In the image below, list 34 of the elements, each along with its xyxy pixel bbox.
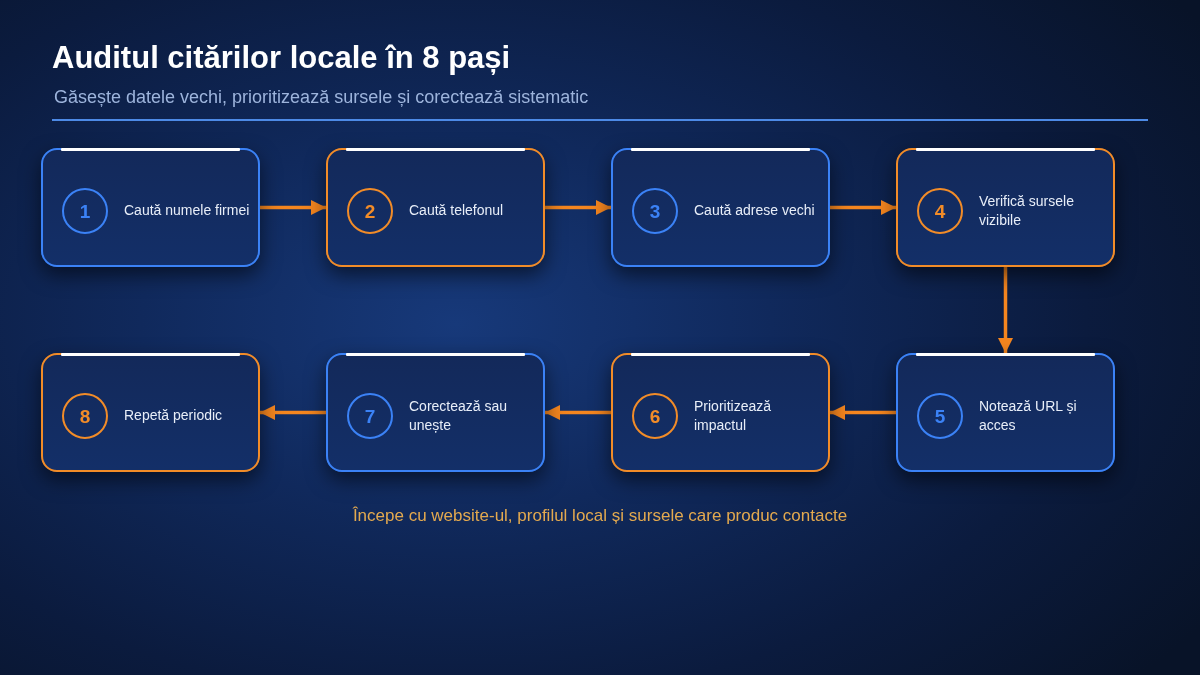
- step-label: Notează URL și acces: [979, 397, 1078, 434]
- step-label: Caută numele firmei: [124, 201, 250, 220]
- step-label: Repetă periodic: [124, 406, 223, 425]
- subtitle: Găsește datele vechi, prioritizează sursele și corectează sistematic: [54, 87, 589, 109]
- step-box: [611, 148, 830, 267]
- step-label: Prioritizează impactul: [694, 397, 773, 434]
- arrow: [260, 405, 326, 420]
- step-number: 7: [347, 392, 393, 439]
- step-box: [41, 353, 260, 472]
- step-label: Verifică sursele vizibile: [979, 192, 1075, 229]
- step-number: 1: [62, 187, 108, 234]
- step-number: 6: [632, 392, 678, 439]
- step-label: Caută adrese vechi: [694, 201, 815, 220]
- step-label: Caută telefonul: [409, 201, 504, 220]
- step-number: 4: [917, 187, 963, 234]
- arrow: [998, 267, 1013, 353]
- arrow: [830, 405, 896, 420]
- step-number: 5: [917, 392, 963, 439]
- arrow: [830, 200, 896, 215]
- step-box: [611, 353, 830, 472]
- step-box: [896, 353, 1115, 472]
- note: Începe cu website-ul, profilul local și sursele care produc contacte: [352, 506, 848, 527]
- step-number: 2: [347, 187, 393, 234]
- step-number: 3: [632, 187, 678, 234]
- arrow: [545, 405, 611, 420]
- step-number: 8: [62, 392, 108, 439]
- step-box: [896, 148, 1115, 267]
- step-box: [326, 148, 545, 267]
- step-label: Corectează sau unește: [409, 397, 509, 434]
- step-box: [326, 353, 545, 472]
- title: Auditul citărilor locale în 8 pași: [52, 40, 511, 76]
- step-box: [41, 148, 260, 267]
- arrow: [545, 200, 611, 215]
- arrow: [260, 200, 326, 215]
